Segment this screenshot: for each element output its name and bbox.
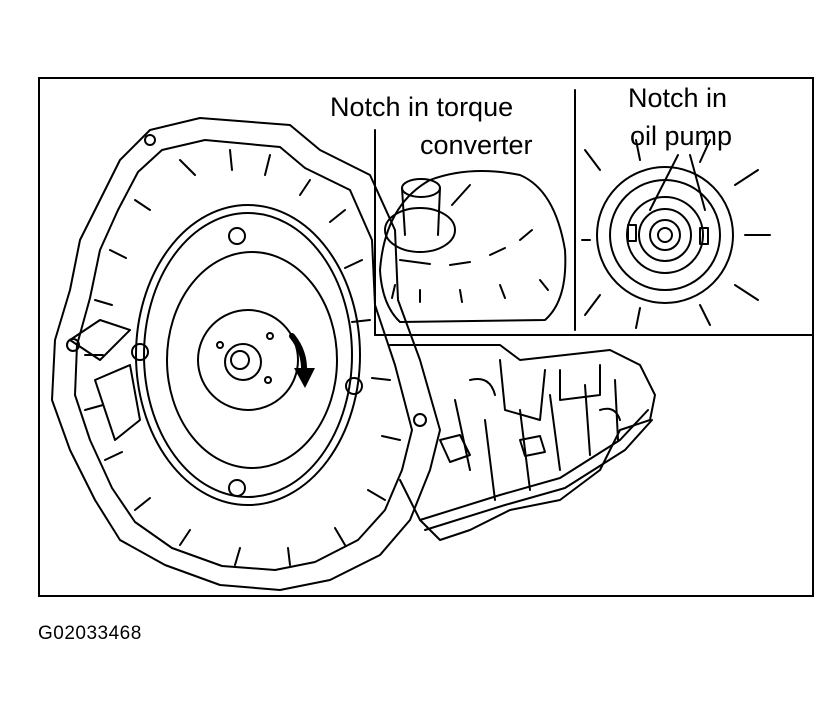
callout-oil-pump-line2: oil pump <box>630 121 733 151</box>
figure-id: G02033468 <box>38 623 142 644</box>
callout-torque-converter-line2: converter <box>420 130 533 160</box>
callout-oil-pump-line1: Notch in <box>628 83 728 113</box>
torque-converter-face <box>131 204 363 506</box>
rotation-arrow-icon <box>289 333 315 388</box>
callout-torque-converter-line1: Notch in torque <box>330 92 514 122</box>
inset-dividers <box>374 89 813 336</box>
torque-converter-inset <box>379 170 567 323</box>
diagram-frame <box>38 77 814 597</box>
oil-pump-inset <box>581 139 771 329</box>
transmission-case <box>389 344 656 541</box>
